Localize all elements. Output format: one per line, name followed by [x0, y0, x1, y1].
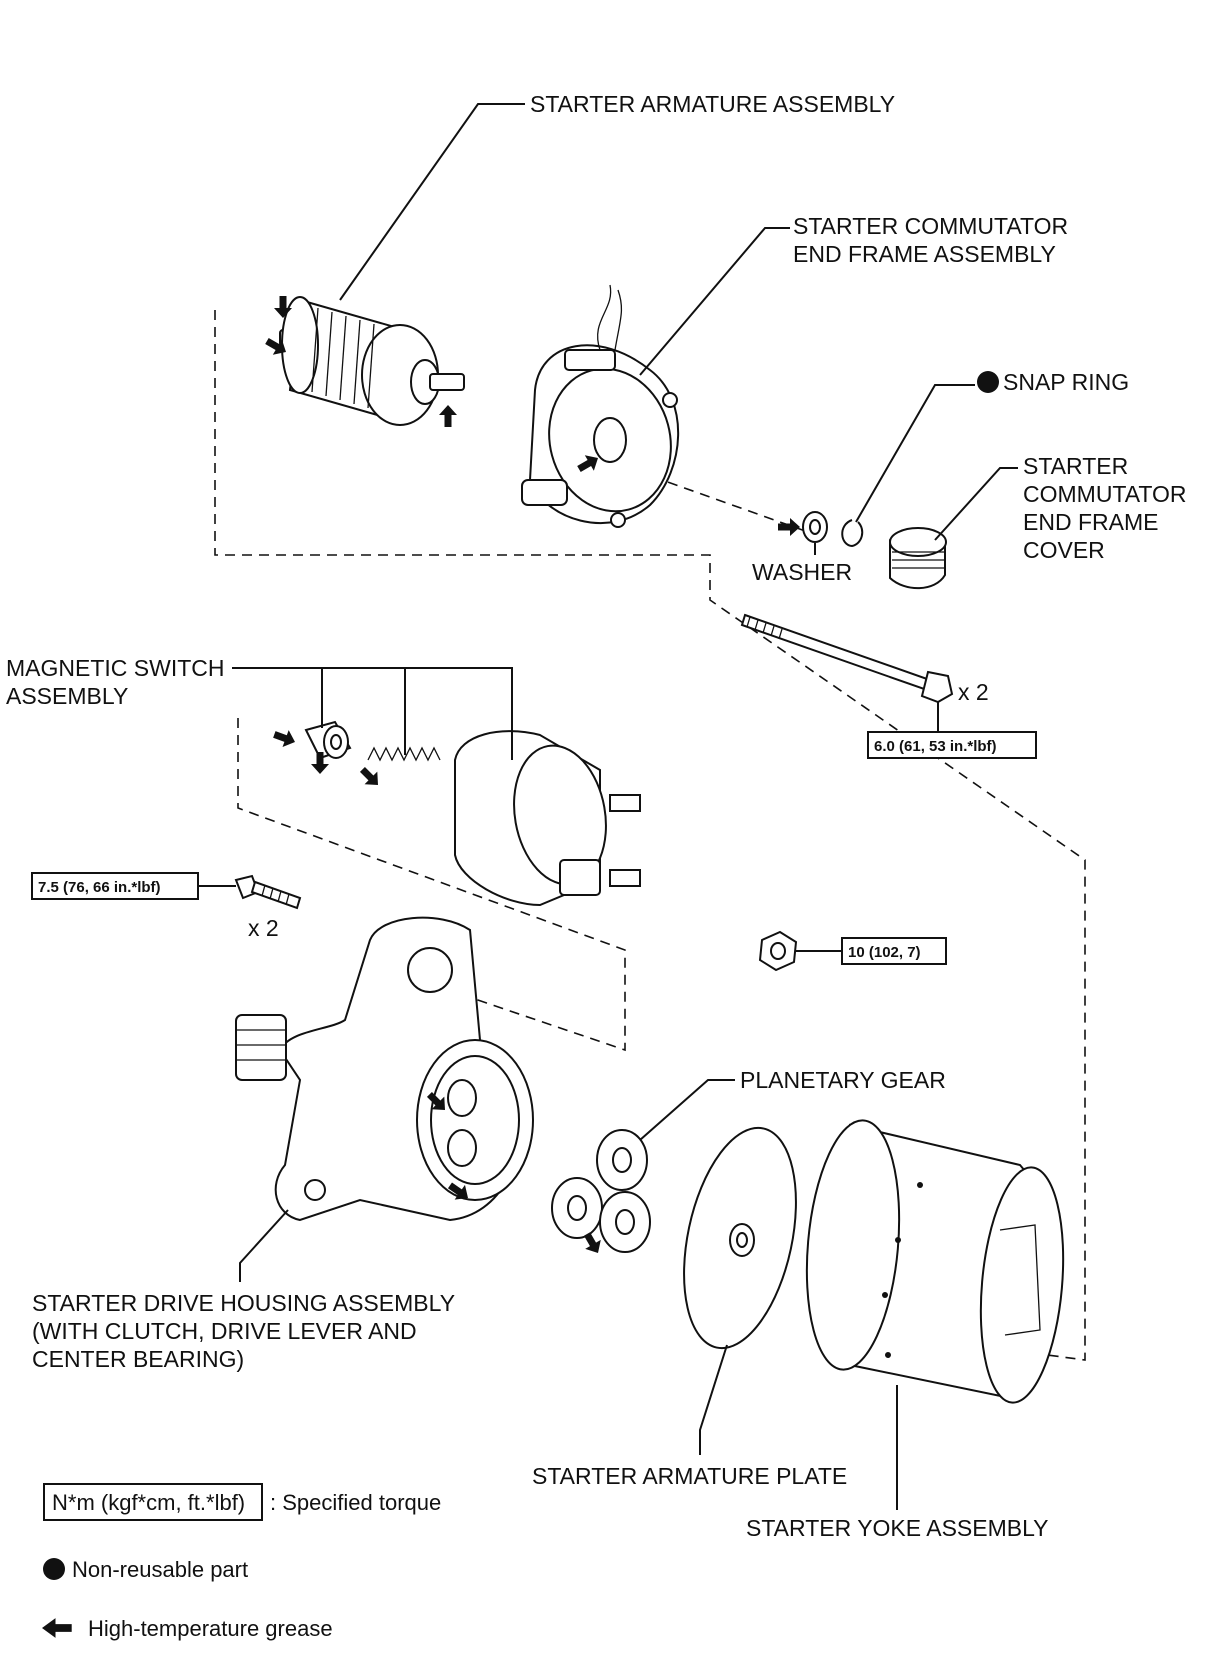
terminal-nut-torque-box: [841, 937, 947, 965]
housing-bolt-torque: 7.5 (76, 66 in.*lbf): [38, 879, 161, 896]
planetary-gear-leader: [639, 1079, 735, 1141]
magnetic-switch-leader: [232, 667, 513, 760]
commutator-end-frame-part: [521, 284, 680, 528]
label-drive-housing-3: CENTER BEARING): [32, 1346, 244, 1372]
label-yoke: STARTER YOKE ASSEMBLY: [746, 1515, 1049, 1541]
snap-ring-bullet: [977, 371, 999, 393]
terminal-nut-part: [758, 930, 798, 972]
legend-torque-box-text: N*m (kgf*cm, ft.*lbf): [52, 1490, 245, 1515]
label-cover-4: COVER: [1023, 537, 1105, 563]
through-bolt-qty: x 2: [958, 679, 989, 705]
label-magnetic-switch-1: MAGNETIC SWITCH: [6, 655, 225, 681]
through-bolt-torque: 6.0 (61, 53 in.*lbf): [874, 738, 997, 755]
label-comm-end-frame-2: END FRAME ASSEMBLY: [793, 241, 1056, 267]
drive-housing-leader: [239, 1209, 289, 1282]
label-drive-housing-1: STARTER DRIVE HOUSING ASSEMBLY: [32, 1290, 455, 1316]
legend-torque-text: : Specified torque: [270, 1490, 441, 1515]
drive-housing-part: [235, 916, 534, 1222]
legend: N*m (kgf*cm, ft.*lbf) : Specified torque…: [42, 1483, 441, 1641]
snap-ring-leader: [855, 384, 975, 523]
end-frame-cover-leader: [934, 467, 1018, 541]
magnetic-switch-plunger: [271, 720, 352, 774]
terminal-nut-torque: 10 (102, 7): [848, 944, 921, 961]
assembly-guide-lines: [214, 310, 1086, 1361]
starter-armature-part: [262, 296, 465, 427]
label-cover-3: END FRAME: [1023, 509, 1158, 535]
through-bolt-part: [740, 613, 954, 704]
label-washer: WASHER: [752, 559, 852, 585]
planetary-gear-part: [551, 1129, 651, 1258]
legend-grease: High-temperature grease: [88, 1616, 333, 1641]
washer-part: [778, 511, 828, 543]
label-armature: STARTER ARMATURE ASSEMBLY: [530, 91, 895, 117]
magnetic-switch-spring: [356, 746, 441, 792]
grease-arrow-icon: [42, 1618, 72, 1638]
armature-plate-leader: [699, 1344, 728, 1455]
label-cover-2: COMMUTATOR: [1023, 481, 1187, 507]
snap-ring-part: [841, 519, 864, 548]
armature-leader: [339, 103, 525, 301]
yoke-part: [805, 1119, 1065, 1404]
non-reusable-bullet-icon: [43, 1558, 65, 1580]
legend-torque-box: [43, 1483, 263, 1521]
label-armature-plate: STARTER ARMATURE PLATE: [532, 1463, 847, 1489]
magnetic-switch-body: [454, 730, 641, 907]
commutator-end-frame-leader: [639, 227, 790, 376]
label-comm-end-frame-1: STARTER COMMUTATOR: [793, 213, 1068, 239]
legend-non-reusable: Non-reusable part: [72, 1557, 248, 1582]
end-frame-cover-part: [889, 527, 947, 590]
armature-plate-part: [683, 1126, 797, 1350]
housing-bolt-torque-box: [31, 872, 199, 900]
housing-bolt-part: [234, 874, 302, 910]
label-cover-1: STARTER: [1023, 453, 1128, 479]
housing-bolt-qty: x 2: [248, 915, 279, 941]
label-planetary-gear: PLANETARY GEAR: [740, 1067, 946, 1093]
label-snap-ring: SNAP RING: [1003, 369, 1129, 395]
label-drive-housing-2: (WITH CLUTCH, DRIVE LEVER AND: [32, 1318, 417, 1344]
through-bolt-torque-box: [867, 731, 1037, 759]
label-magnetic-switch-2: ASSEMBLY: [6, 683, 128, 709]
